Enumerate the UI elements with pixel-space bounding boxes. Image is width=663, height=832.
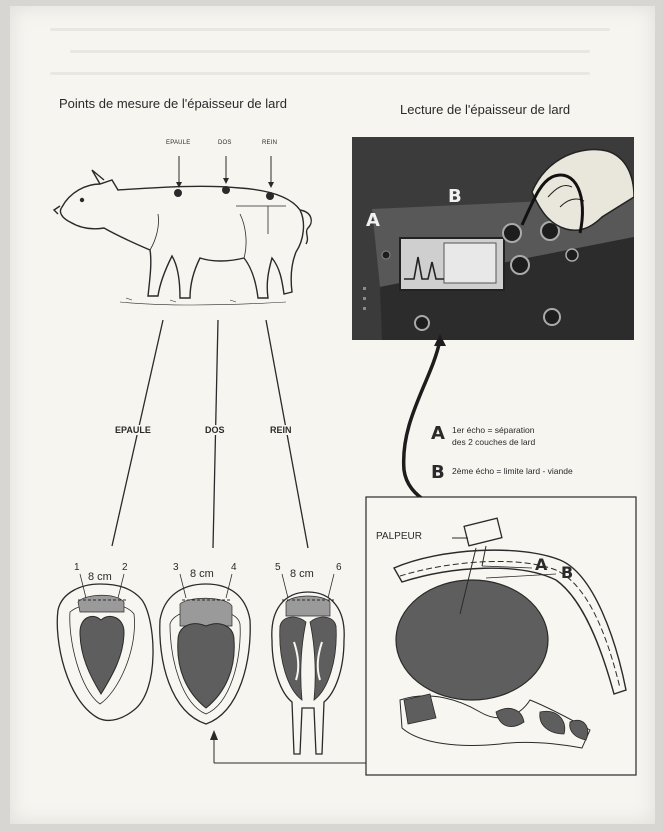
section-distance: 8 cm (290, 568, 314, 580)
line-label-epaule: EPAULE (113, 425, 153, 435)
cross-section-rein (272, 574, 344, 754)
pig-illustration (54, 170, 311, 305)
legend-letter-a: A (431, 423, 445, 444)
section-label-b: B (561, 563, 573, 582)
section-distance: 8 cm (88, 571, 112, 583)
point-label-rein: REIN (262, 140, 277, 146)
section-label-a: A (535, 555, 547, 574)
point-label-dos: DOS (218, 140, 232, 146)
cross-section-dos (160, 574, 250, 724)
section-distance: 8 cm (190, 568, 214, 580)
section-point-number: 1 (74, 562, 80, 573)
probe-label: PALPEUR (376, 531, 422, 542)
line-label-rein: REIN (268, 425, 294, 435)
line-label-dos: DOS (203, 425, 227, 435)
section-point-number: 2 (122, 562, 128, 573)
section-point-number: 3 (173, 562, 179, 573)
return-arrow (214, 738, 366, 763)
section-point-number: 6 (336, 562, 342, 573)
legend-letter-b: B (431, 462, 445, 483)
legend-text-a-line2: des 2 couches de lard (452, 437, 535, 447)
point-label-epaule: EPAULE (166, 140, 190, 146)
section-point-number: 4 (231, 562, 237, 573)
legend-text-b: 2ème écho = limite lard - viande (452, 466, 573, 476)
section-point-number: 5 (275, 562, 281, 573)
legend-text-a-line1: 1er écho = séparation (452, 425, 534, 435)
cross-section-epaule (57, 574, 153, 720)
measurement-points (174, 156, 274, 200)
